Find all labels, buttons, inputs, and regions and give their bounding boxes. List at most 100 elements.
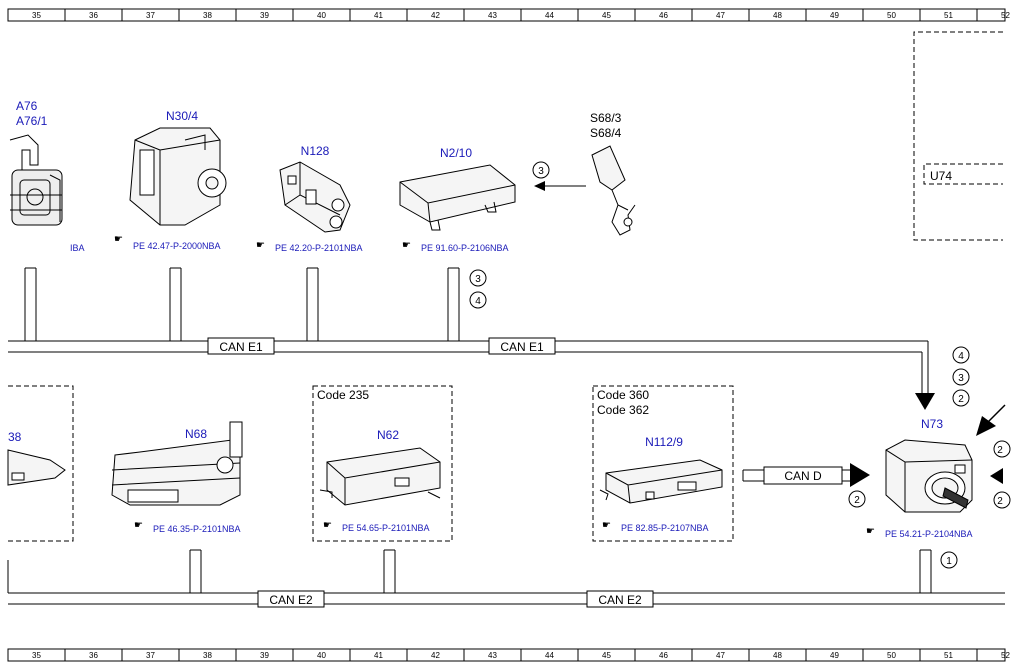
- svg-text:PE 42.47-P-2000NBA: PE 42.47-P-2000NBA: [133, 241, 221, 251]
- svg-text:PE 91.60-P-2106NBA: PE 91.60-P-2106NBA: [421, 243, 509, 253]
- top-ruler-column-number: 48: [773, 11, 782, 20]
- reference-hand-icon: ☛: [134, 520, 143, 531]
- can-e1-label-left: CAN E1: [207, 337, 275, 355]
- can-e1-arrow-head: [915, 393, 935, 410]
- n73-component: N73 ☛ PE 54.21-P-2104NBA: [866, 417, 973, 539]
- svg-text:4: 4: [475, 296, 481, 307]
- control-unit-box-icon: [319, 447, 441, 506]
- svg-text:IBA: IBA: [70, 243, 85, 253]
- can-e2-bus: [7, 549, 1005, 605]
- can-e2-label-right: CAN E2: [586, 590, 654, 608]
- bottom-ruler-column-number: 43: [488, 651, 497, 660]
- reference-hand-icon: ☛: [323, 520, 332, 531]
- n73-right-upper-line: [987, 404, 1006, 423]
- bottom-ruler-column-number: 50: [887, 651, 896, 660]
- top-ruler-column-number: 49: [830, 11, 839, 20]
- bottom-ruler-column-number: 41: [374, 651, 383, 660]
- svg-text:CAN E2: CAN E2: [269, 593, 313, 607]
- top-ruler-column-number: 40: [317, 11, 326, 20]
- s68-component: S68/3 S68/4: [590, 111, 636, 236]
- n73-marker-right-lower: 2: [993, 491, 1011, 509]
- svg-text:2: 2: [854, 495, 860, 506]
- n112-9-dashed-box: [592, 385, 734, 542]
- svg-text:CAN D: CAN D: [784, 469, 822, 483]
- svg-text:S68/3: S68/3: [590, 111, 622, 125]
- bottom-ruler-column-number: 49: [830, 651, 839, 660]
- top-ruler-column-number: 39: [260, 11, 269, 20]
- bottom-ruler-column-number: 39: [260, 651, 269, 660]
- bottom-ruler-column-number: 37: [146, 651, 155, 660]
- top-ruler-frame: [7, 8, 1006, 22]
- top-ruler-column-number: 36: [89, 11, 98, 20]
- svg-text:N73: N73: [921, 417, 943, 431]
- n73-marker-bottom: 1: [940, 551, 958, 569]
- reference-hand-icon: ☛: [114, 234, 123, 245]
- seat-belt-buckle-icon: [591, 145, 636, 236]
- svg-text:PE 42.20-P-2101NBA: PE 42.20-P-2101NBA: [275, 243, 363, 253]
- svg-text:N62: N62: [377, 428, 399, 442]
- a76-component: A76 A76/1 IBA: [9, 99, 85, 253]
- n73-right-lower-arrow: [990, 468, 1003, 484]
- svg-text:Code 235: Code 235: [317, 388, 369, 402]
- bottom-ruler-column-number: 44: [545, 651, 554, 660]
- svg-text:2: 2: [997, 496, 1003, 507]
- reference-hand-icon: ☛: [402, 240, 411, 251]
- n73-marker-right-upper: 2: [993, 440, 1011, 458]
- can-e2-label-left: CAN E2: [257, 590, 325, 608]
- top-ruler-column-number: 41: [374, 11, 383, 20]
- svg-text:CAN E1: CAN E1: [500, 340, 544, 354]
- control-unit-box-icon: [599, 459, 723, 504]
- control-unit-box-icon: [7, 449, 66, 486]
- ignition-lock-component-icon: [9, 134, 63, 226]
- svg-text:N128: N128: [301, 144, 330, 158]
- svg-text:2: 2: [958, 394, 964, 405]
- can-e1-label-right: CAN E1: [488, 337, 556, 355]
- top-ruler-column-number: 43: [488, 11, 497, 20]
- top-ruler-column-number: 45: [602, 11, 611, 20]
- steering-lock-module-icon: [111, 421, 243, 506]
- bottom-ruler-column-number: 36: [89, 651, 98, 660]
- n73-marker-stack-mid: 3: [952, 368, 970, 386]
- unit-38-dashed-box: [8, 385, 74, 542]
- s68-marker: 3: [532, 161, 550, 179]
- svg-text:3: 3: [958, 373, 964, 384]
- bottom-ruler-column-number: 42: [431, 651, 440, 660]
- n2-10-component: N2/10 ☛ PE 91.60-P-2106NBA: [399, 146, 516, 253]
- svg-text:1: 1: [946, 556, 952, 567]
- svg-text:4: 4: [958, 351, 964, 362]
- n112-9-component: Code 360 Code 362 N112/9 ☛ PE 82.85-P-21…: [597, 388, 723, 533]
- bottom-ruler-column-number: 35: [32, 651, 41, 660]
- n62-dashed-box: [312, 385, 453, 542]
- reference-hand-icon: ☛: [256, 240, 265, 251]
- u74-label: U74: [930, 169, 952, 183]
- svg-text:N30/4: N30/4: [166, 109, 198, 123]
- can-e1-bus: [8, 267, 929, 395]
- top-ruler-column-number: 44: [545, 11, 554, 20]
- s68-arrow-head: [534, 181, 545, 191]
- svg-text:N2/10: N2/10: [440, 146, 472, 160]
- bottom-ruler-column-number: 45: [602, 651, 611, 660]
- top-ruler-column-number: 50: [887, 11, 896, 20]
- svg-text:PE 46.35-P-2101NBA: PE 46.35-P-2101NBA: [153, 524, 241, 534]
- top-ruler-column-number: 37: [146, 11, 155, 20]
- n68-component: N68 ☛ PE 46.35-P-2101NBA: [111, 421, 243, 534]
- bottom-ruler-column-number: 51: [944, 651, 953, 660]
- svg-text:CAN E2: CAN E2: [598, 593, 642, 607]
- bottom-ruler-column-number: 48: [773, 651, 782, 660]
- svg-text:Code 360: Code 360: [597, 388, 649, 402]
- svg-text:A76/1: A76/1: [16, 114, 48, 128]
- connector-module-icon: [279, 161, 351, 233]
- svg-text:A76: A76: [16, 99, 38, 113]
- svg-text:3: 3: [475, 274, 481, 285]
- svg-text:S68/4: S68/4: [590, 126, 622, 140]
- n73-right-upper-arrow: [976, 416, 996, 436]
- svg-text:N68: N68: [185, 427, 207, 441]
- bottom-ruler-column-number: 47: [716, 651, 725, 660]
- n62-component: Code 235 N62 ☛ PE 54.65-P-2101NBA: [317, 388, 441, 533]
- abs-hydraulic-unit-icon: [129, 127, 227, 226]
- svg-text:2: 2: [997, 445, 1003, 456]
- bottom-ruler-frame: [7, 648, 1006, 662]
